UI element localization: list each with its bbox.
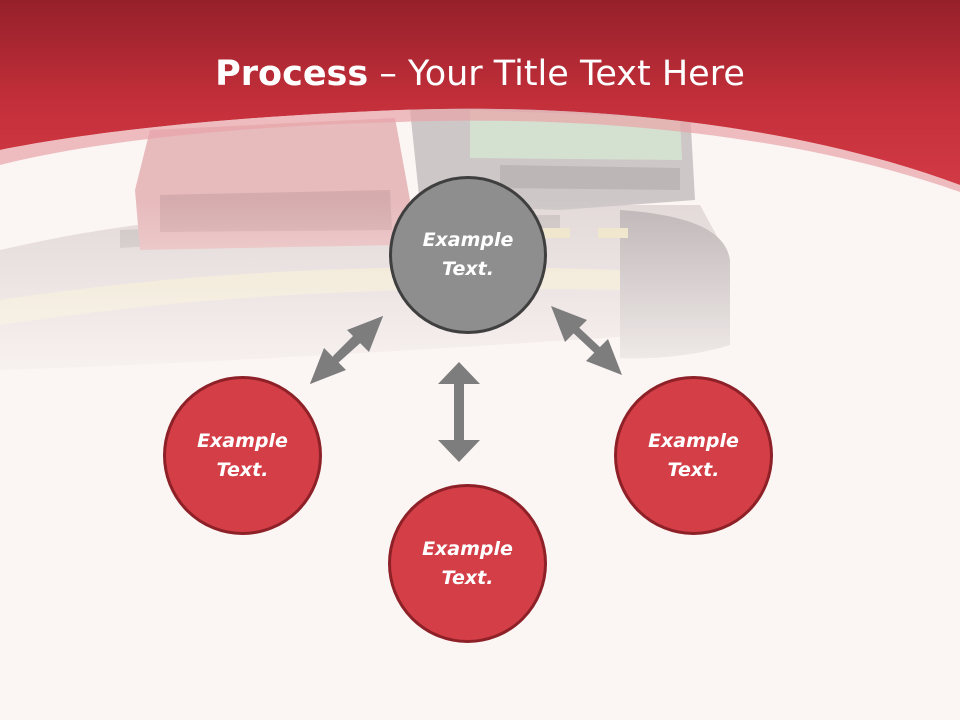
node-label-top: Example Text. [422, 229, 514, 280]
node-label-right: Example Text. [648, 429, 739, 481]
node-label-bottom: Example Text. [422, 537, 513, 589]
arrow-left-diagonal-body [310, 316, 383, 384]
process-node-top: Example Text. [389, 176, 547, 334]
process-node-left: Example Text. [163, 376, 322, 535]
process-node-right: Example Text. [614, 376, 773, 535]
arrow-vertical [438, 362, 480, 462]
slide-title: Process – Your Title Text Here [0, 52, 960, 96]
node-label-left: Example Text. [197, 429, 288, 481]
arrow-right-diagonal [551, 306, 622, 375]
title-rest: – Your Title Text Here [368, 54, 745, 94]
process-node-bottom: Example Text. [388, 484, 547, 643]
title-bold: Process [215, 54, 369, 94]
